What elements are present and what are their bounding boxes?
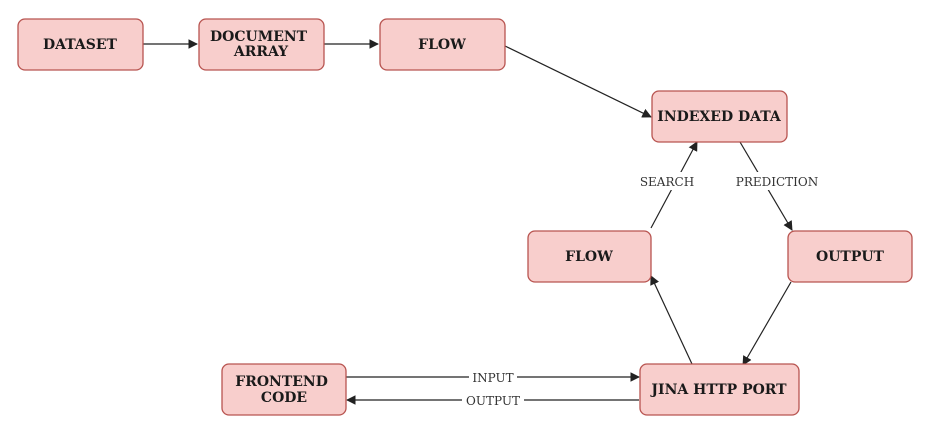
node-document-array-label-line2: ARRAY: [233, 44, 289, 60]
node-flow-top-label: FLOW: [418, 37, 466, 53]
node-document-array: DOCUMENT ARRAY: [198, 18, 325, 71]
node-output-label: OUTPUT: [816, 249, 885, 265]
svg-text:FLOW: FLOW: [418, 37, 466, 53]
node-frontend-code-label-line1: FRONTEND: [235, 374, 328, 390]
svg-text:FRONTEND CODE: FRONTEND CODE: [235, 374, 332, 406]
node-frontend-code: FRONTEND CODE: [221, 363, 347, 416]
node-indexed-data: INDEXED DATA: [651, 90, 788, 143]
svg-text:JINA HTTP PORT: JINA HTTP PORT: [649, 382, 787, 398]
node-output: OUTPUT: [787, 230, 913, 283]
node-indexed-data-label: INDEXED DATA: [657, 109, 782, 125]
edge-label-bg-output: [462, 393, 524, 408]
node-dataset: DATASET: [17, 18, 144, 71]
node-flow-top: FLOW: [379, 18, 506, 71]
edge-label-input: INPUT: [472, 371, 513, 385]
node-flow-mid-label: FLOW: [565, 249, 613, 265]
edge-flow-to-indexed-data: [504, 45, 652, 118]
svg-text:INDEXED DATA: INDEXED DATA: [657, 109, 782, 125]
node-flow-mid: FLOW: [527, 230, 652, 283]
edge-label-bg-input: [469, 370, 517, 385]
edge-label-output: OUTPUT: [466, 394, 520, 408]
svg-text:DATASET: DATASET: [43, 37, 118, 53]
node-document-array-label-line1: DOCUMENT: [210, 29, 308, 45]
node-dataset-label: DATASET: [43, 37, 118, 53]
edge-labels: SEARCH PREDICTION INPUT OUTPUT: [462, 172, 823, 408]
svg-text:OUTPUT: OUTPUT: [816, 249, 885, 265]
svg-text:DOCUMENT ARRAY: DOCUMENT ARRAY: [210, 29, 312, 60]
node-jina-http-port-label: JINA HTTP PORT: [649, 382, 787, 398]
edge-output-to-jina-http-port: [742, 281, 792, 366]
node-frontend-code-label-line2: CODE: [261, 390, 307, 406]
edge-label-bg-search: [636, 172, 698, 190]
node-jina-http-port: JINA HTTP PORT: [639, 363, 800, 416]
svg-text:FLOW: FLOW: [565, 249, 613, 265]
edge-jina-http-port-to-flow: [650, 275, 693, 365]
edge-label-search: SEARCH: [640, 175, 694, 189]
edge-label-bg-prediction: [733, 172, 823, 190]
edge-label-prediction: PREDICTION: [736, 175, 819, 189]
